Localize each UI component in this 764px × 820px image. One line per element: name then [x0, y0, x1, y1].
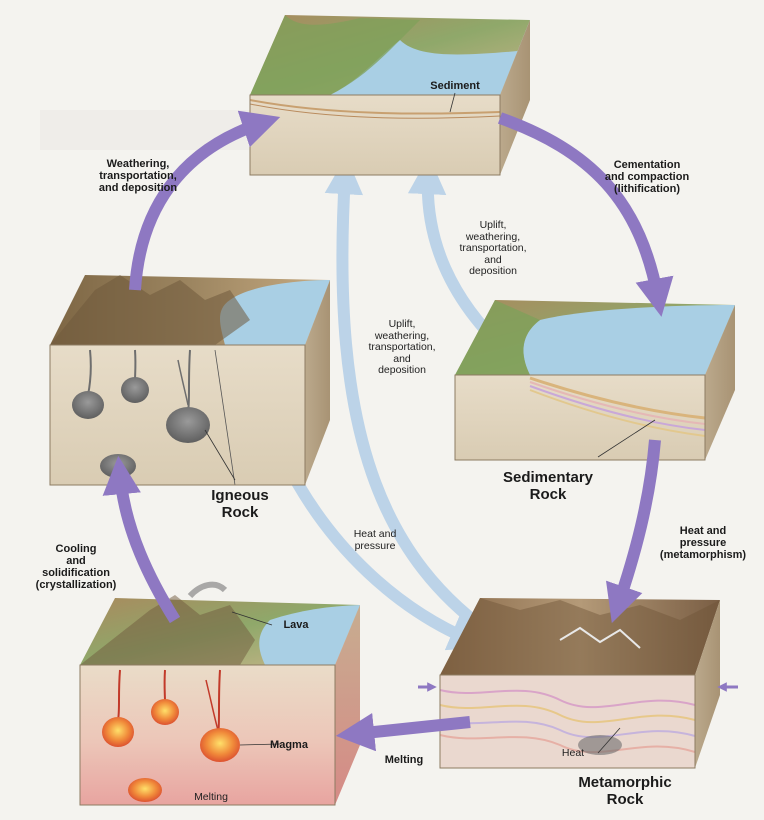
label-weathering-process: Weathering, transportation, and depositi… — [88, 158, 188, 194]
label-magma: Magma — [264, 739, 314, 751]
label-sedimentary-rock: Sedimentary Rock — [493, 469, 603, 503]
label-cementation-process: Cementation and compaction (lithificatio… — [592, 159, 702, 195]
label-uplift-sedimentary: Uplift, weathering, transportation, and … — [448, 220, 538, 278]
sediment-block — [250, 15, 530, 175]
magma-block — [80, 585, 360, 805]
label-melting-arrow: Melting — [374, 754, 434, 766]
label-metamorphic-rock: Metamorphic Rock — [565, 774, 685, 808]
label-heat: Heat — [553, 748, 593, 760]
label-heat-pressure-metamorphism: Heat and pressure (metamorphism) — [648, 525, 758, 561]
label-uplift-center: Uplift, weathering, transportation, and … — [357, 319, 447, 377]
igneous-block — [50, 275, 330, 485]
sedimentary-block — [455, 300, 735, 460]
label-lava: Lava — [276, 619, 316, 631]
label-igneous-rock: Igneous Rock — [200, 487, 280, 521]
label-cooling-process: Cooling and solidification (crystallizat… — [26, 543, 126, 591]
label-heat-pressure-center: Heat and pressure — [340, 529, 410, 552]
label-sediment: Sediment — [425, 80, 485, 92]
label-melting-block: Melting — [186, 792, 236, 804]
